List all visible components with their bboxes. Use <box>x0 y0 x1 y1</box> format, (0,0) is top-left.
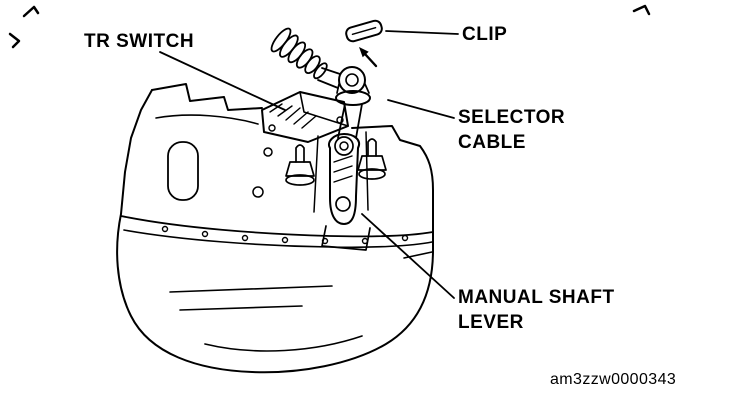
scan-artifact-marks <box>8 4 651 49</box>
tr-switch-shape <box>261 91 349 143</box>
leader-lines <box>159 30 459 299</box>
label-clip: CLIP <box>462 24 508 45</box>
leader-tr-switch <box>159 51 286 111</box>
label-manual-shaft-lever: MANUAL SHAFT LEVER <box>458 287 615 334</box>
clip-install-arrow-icon <box>359 47 378 68</box>
label-tr-switch: TR SWITCH <box>84 31 195 52</box>
figure-code: am3zzw0000343 <box>550 371 677 388</box>
stud-bolt-left <box>285 144 315 186</box>
manual-shaft-lever-shape <box>328 133 360 225</box>
leader-clip <box>385 30 459 35</box>
leader-manual-shaft-lever <box>361 213 455 299</box>
selector-cable-shape <box>270 27 371 139</box>
leader-selector-cable <box>387 99 455 119</box>
transaxle-body-shape <box>116 83 434 374</box>
clip-shape <box>345 19 383 43</box>
label-selector-cable: SELECTOR CABLE <box>458 107 566 154</box>
stud-bolt-right <box>357 138 387 180</box>
